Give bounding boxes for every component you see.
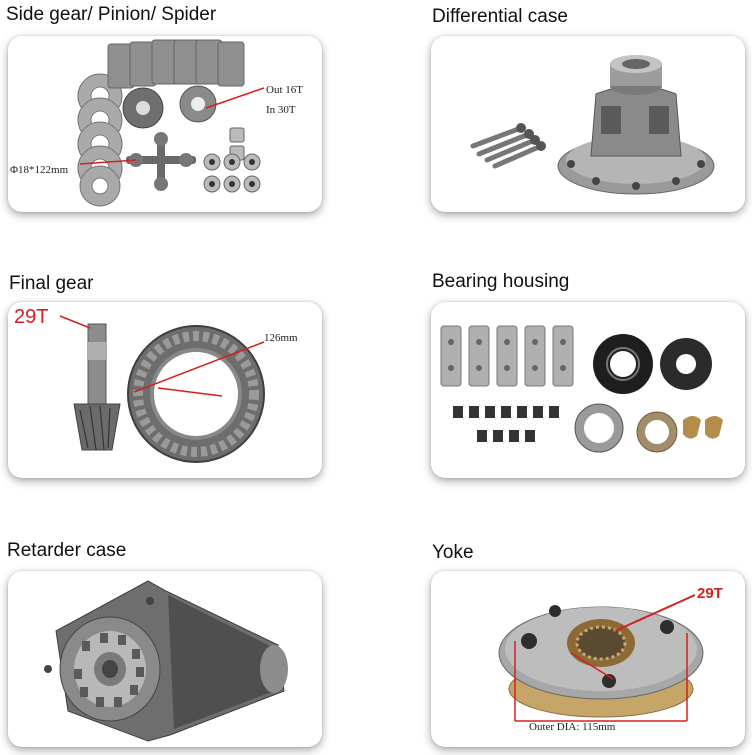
card-bearing-housing[interactable] (431, 302, 745, 478)
card-yoke[interactable]: 29T Outer DIA: 115mm (431, 571, 745, 747)
annotation-diameter: Φ18*122mm (10, 164, 69, 176)
section-title-side-gear: Side gear/ Pinion/ Spider (6, 4, 217, 25)
annotation-final-gear-size: 126mm (264, 332, 298, 344)
card-retarder-case[interactable] (8, 571, 322, 747)
section-title-bearing-housing: Bearing housing (432, 271, 570, 292)
section-title-final-gear: Final gear (9, 273, 94, 294)
bearing-housing-illustration (440, 325, 723, 453)
yoke-illustration (498, 594, 704, 722)
annotation-yoke-outer-dia: Outer DIA: 115mm (529, 721, 616, 733)
annotation-out-teeth: Out 16T (266, 84, 303, 96)
differential-case-illustration (470, 55, 715, 195)
final-gear-illustration (59, 315, 265, 463)
annotation-yoke-teeth: 29T (697, 585, 723, 602)
card-final-gear[interactable]: 29T 126mm (8, 302, 322, 478)
annotation-final-gear-teeth: 29T (14, 306, 49, 328)
card-side-gear[interactable]: Out 16T In 30T Φ18*122mm (8, 36, 322, 212)
side-gear-illustration (77, 39, 265, 207)
section-title-differential-case: Differential case (432, 6, 568, 27)
retarder-case-illustration (44, 580, 288, 742)
annotation-in-teeth: In 30T (266, 104, 296, 116)
section-title-retarder-case: Retarder case (7, 540, 127, 561)
card-differential-case[interactable] (431, 36, 745, 212)
section-title-yoke: Yoke (432, 542, 474, 563)
